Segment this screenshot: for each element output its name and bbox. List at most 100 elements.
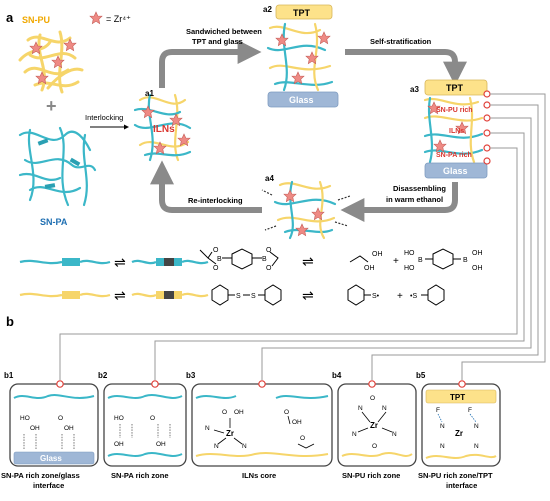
chem1-oh-3: OH xyxy=(472,250,483,257)
chem2-s-rad: S• xyxy=(372,293,380,300)
pa-chain-schematic: ⇌ xyxy=(19,254,209,270)
disassembling-line2: in warm ethanol xyxy=(386,195,443,204)
a4-tag: a4 xyxy=(265,174,274,183)
a2-tpt-label: TPT xyxy=(293,8,311,18)
equilibrium-1: ⇌ xyxy=(114,254,126,270)
b3-n-2: N xyxy=(214,443,219,450)
b4-caption-1: SN-PU rich zone xyxy=(342,471,400,480)
sn-pa-label: SN-PA xyxy=(40,217,68,227)
b1-caption-2: interface xyxy=(33,481,64,490)
b5-n-4: N xyxy=(474,443,479,450)
b3-caption-1: ILNs core xyxy=(242,471,276,480)
b1-o: O xyxy=(58,415,63,422)
arrow-a4-to-a1 xyxy=(150,160,262,213)
chem1-b-left: B xyxy=(217,256,222,263)
b1-caption-1: SN-PA rich zone/glass xyxy=(1,471,80,480)
disulfide-structure xyxy=(211,284,282,306)
a1-ilns-network xyxy=(133,93,192,162)
chem2-plus: + xyxy=(397,291,403,302)
panel-a-letter: a xyxy=(6,10,14,25)
chem1-ho-2: HO xyxy=(404,265,415,272)
pu-chain-schematic: ⇌ xyxy=(19,287,209,303)
b4-n-3: N xyxy=(352,431,357,438)
zone-connectors xyxy=(59,93,546,380)
b2-o: O xyxy=(150,415,155,422)
b4-o-2: O xyxy=(372,443,377,450)
b5-box: TPT F F Zr N N N N xyxy=(421,380,501,467)
chem1-plus: + xyxy=(393,256,399,267)
self-strat-label: Self-stratification xyxy=(370,37,432,46)
a3-pa-rich: SN-PA rich xyxy=(436,152,472,159)
a3-tpt-bar xyxy=(424,79,488,96)
arrow-a2-to-a3 xyxy=(345,49,467,86)
chem1-o-c: O xyxy=(266,247,272,254)
b2-oh-2: OH xyxy=(156,441,166,448)
b4-marker xyxy=(368,380,376,388)
chem2-rad-s: •S xyxy=(410,293,417,300)
a1-tag: a1 xyxy=(145,89,154,98)
a3-glass-label: Glass xyxy=(443,166,468,176)
b3-n-1: N xyxy=(205,425,210,432)
panel-b-letter: b xyxy=(6,314,14,329)
disassembling-line1: Disassembling xyxy=(393,184,446,193)
b4-zr: Zr xyxy=(370,421,378,430)
sandwich-line2: TPT and glass xyxy=(192,37,243,46)
a2-tpt-bar xyxy=(275,4,333,20)
chem1-o-d: O xyxy=(266,265,272,272)
b3-oh: OH xyxy=(234,409,244,416)
b5-zr: Zr xyxy=(455,429,463,438)
sn-pa-network xyxy=(18,126,97,207)
b3-marker xyxy=(258,380,266,388)
phenyl-boronic-acid xyxy=(425,248,461,270)
b5-n-3: N xyxy=(440,443,445,450)
b3-o-2: O xyxy=(284,409,289,416)
b2-box: HO O OH OH xyxy=(103,380,187,467)
sn-pu-label: SN-PU xyxy=(22,15,50,25)
b5-marker xyxy=(458,380,466,388)
boronic-ester-structure xyxy=(199,248,279,270)
sandwich-line1: Sandwiched between xyxy=(186,27,262,36)
a2-glass-bar xyxy=(267,91,339,108)
b5-caption-1: SN-PU rich zone/TPT xyxy=(418,471,493,480)
b4-n-4: N xyxy=(392,431,397,438)
a3-zone-markers xyxy=(483,90,491,165)
interlocking-label: Interlocking xyxy=(85,113,123,122)
b1-ho: HO xyxy=(20,415,30,422)
chem1-ho-1: HO xyxy=(404,250,415,257)
b4-o: O xyxy=(370,395,375,402)
a3-network xyxy=(423,96,484,164)
b3-zr: Zr xyxy=(226,429,234,438)
b5-tpt: TPT xyxy=(450,393,465,402)
thiyl-radical-1 xyxy=(347,284,371,306)
b3-oh-2: OH xyxy=(292,419,302,426)
b3-o: O xyxy=(222,409,227,416)
a3-pu-rich: SN-PU rich xyxy=(436,107,473,114)
chem1-o-a: O xyxy=(213,247,219,254)
b3-box: O OH Zr N N N O OH O xyxy=(191,380,333,467)
equilibrium-4: ⇌ xyxy=(302,287,314,303)
b2-tag: b2 xyxy=(98,371,108,380)
chem2-s-2: S xyxy=(251,293,256,300)
b3-n-3: N xyxy=(242,443,247,450)
b3-o-3: O xyxy=(300,435,305,442)
b2-caption-1: SN-PA rich zone xyxy=(111,471,169,480)
sn-pu-network xyxy=(18,30,84,94)
b2-ho: HO xyxy=(114,415,124,422)
sn-pa-blocks xyxy=(37,138,81,189)
b5-f-1: F xyxy=(436,407,440,414)
zr-legend-text: = Zr⁴⁺ xyxy=(106,14,131,24)
chem1-oh-2: OH xyxy=(364,265,375,272)
b5-f-2: F xyxy=(468,407,472,414)
b1-oh-b: OH xyxy=(64,425,74,432)
plus-sign: + xyxy=(46,96,57,116)
b4-box: O N N Zr N N O xyxy=(337,380,417,467)
a1-ilns-label: ILNs xyxy=(153,124,175,135)
b5-caption-2: interface xyxy=(446,481,477,490)
b4-n-2: N xyxy=(382,405,387,412)
b4-n-1: N xyxy=(358,405,363,412)
chem1-oh-1: OH xyxy=(372,251,383,258)
a2-tag: a2 xyxy=(263,5,272,14)
b1-marker xyxy=(56,380,64,388)
zr-legend-star xyxy=(89,11,103,24)
